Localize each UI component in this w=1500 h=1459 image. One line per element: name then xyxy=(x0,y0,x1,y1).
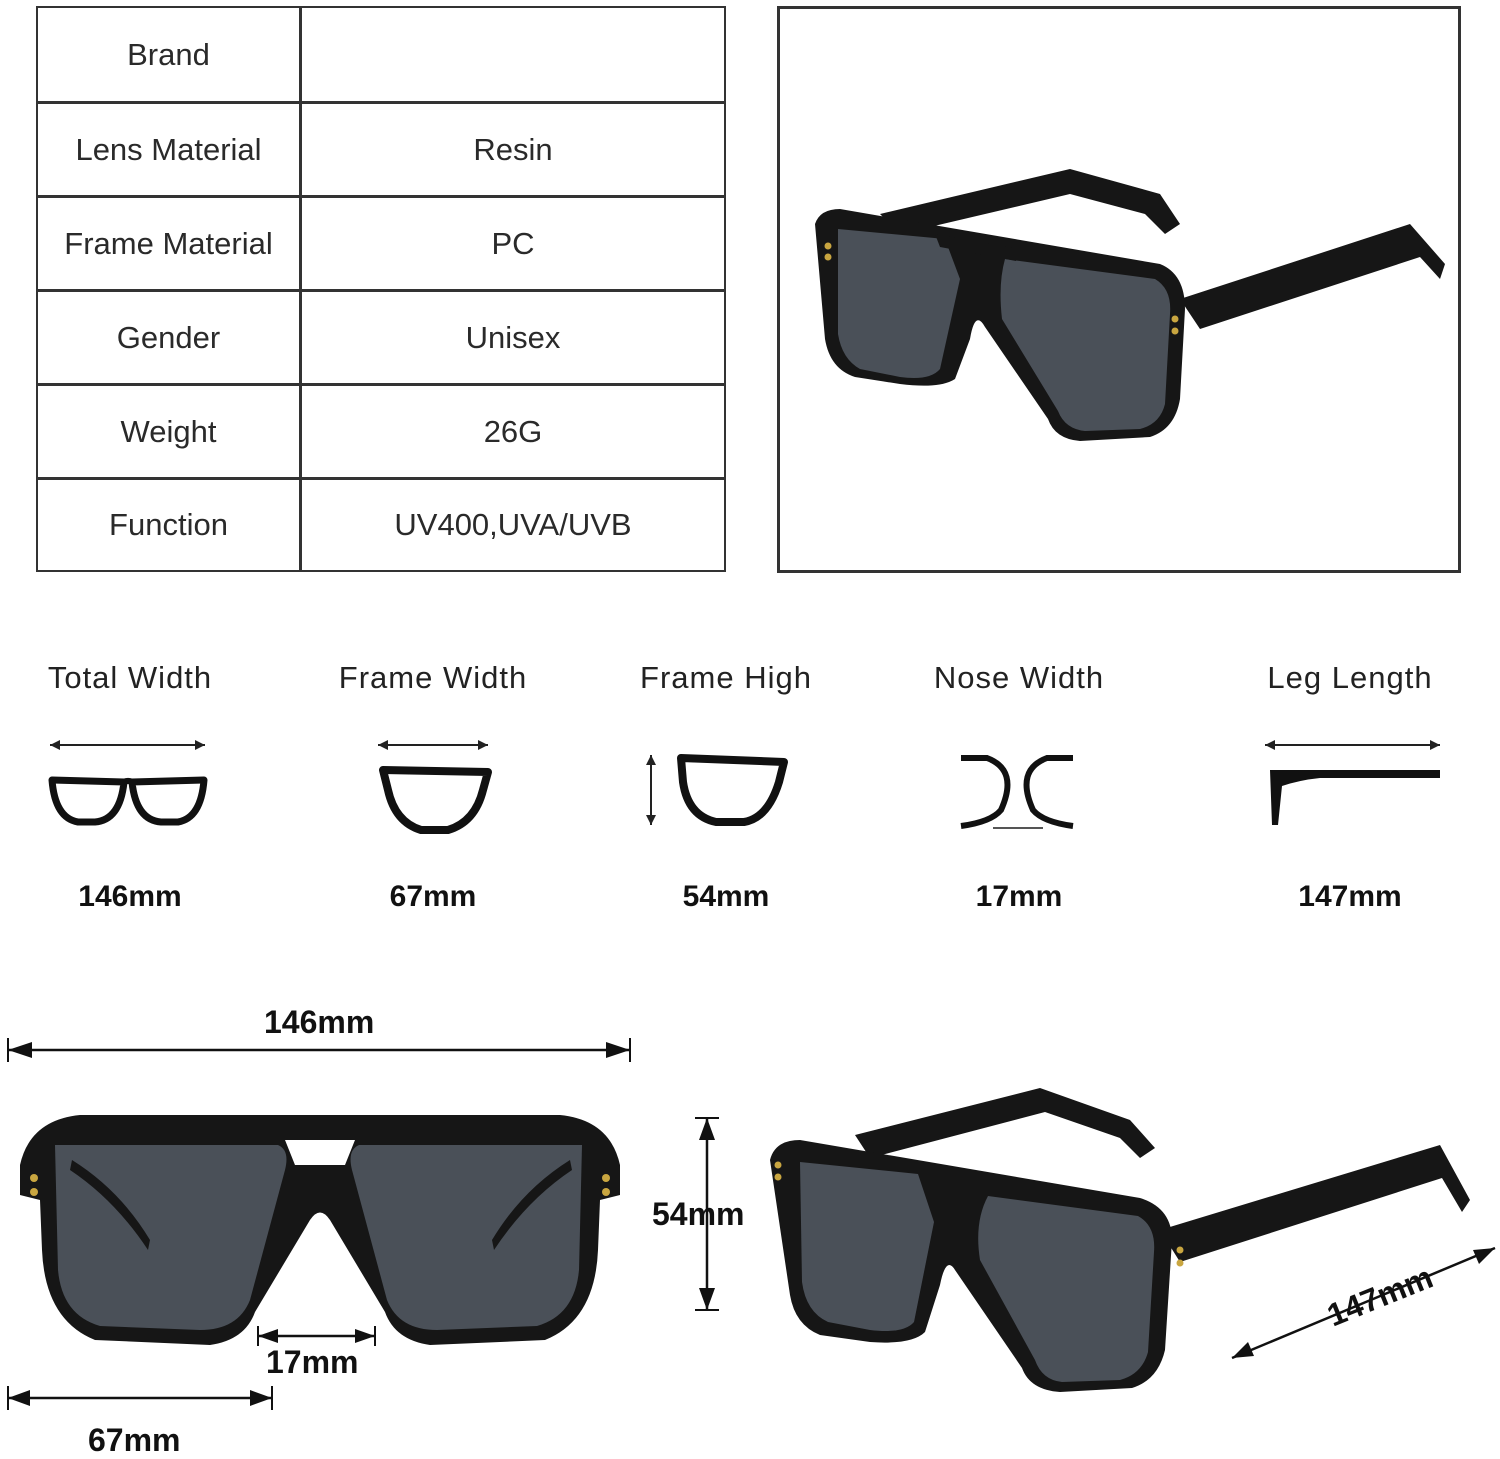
measure-value: 17mm xyxy=(975,880,1063,913)
nose-width-label: 17mm xyxy=(266,1344,359,1380)
measure-value: 147mm xyxy=(1298,880,1402,913)
frame-width-icon xyxy=(303,710,563,860)
nose-width-icon xyxy=(889,710,1149,860)
spec-label: Lens Material xyxy=(38,104,302,195)
total-width-label: 146mm xyxy=(264,1004,375,1040)
frame-high-icon xyxy=(596,710,856,860)
frame-high-label: 54mm xyxy=(652,1196,745,1232)
measure-label: Frame Width xyxy=(338,660,528,695)
spec-row-weight: Weight 26G xyxy=(38,386,724,480)
measure-label: Leg Length xyxy=(1267,660,1433,695)
sunglasses-angle-view-image xyxy=(815,169,1445,441)
measure-frame-width: Frame Width 67mm xyxy=(303,660,563,914)
spec-table: Brand Lens Material Resin Frame Material… xyxy=(36,6,726,572)
measure-value: 67mm xyxy=(389,880,477,913)
measure-label: Frame High xyxy=(640,660,812,695)
spec-label: Weight xyxy=(38,386,302,477)
front-view-diagram xyxy=(7,1038,719,1410)
spec-value: PC xyxy=(491,225,535,261)
leg-length-icon xyxy=(1220,710,1480,860)
measure-label: Nose Width xyxy=(933,660,1105,695)
measure-total-width: Total Width 146mm xyxy=(0,660,260,914)
spec-row-frame-material: Frame Material PC xyxy=(38,198,724,292)
product-photo xyxy=(777,6,1461,573)
total-width-icon xyxy=(0,710,260,860)
measure-frame-high: Frame High 54mm xyxy=(596,660,856,914)
spec-value: 26G xyxy=(483,413,543,449)
frame-width-label: 67mm xyxy=(88,1422,181,1458)
spec-value xyxy=(302,8,724,101)
spec-row-gender: Gender Unisex xyxy=(38,292,724,386)
spec-row-brand: Brand xyxy=(38,8,724,104)
measure-nose-width: Nose Width 17mm xyxy=(889,660,1149,914)
spec-label: Brand xyxy=(38,8,302,101)
spec-value: Unisex xyxy=(465,319,561,355)
spec-value: Resin xyxy=(473,131,553,167)
spec-label: Frame Material xyxy=(38,198,302,289)
measure-value: 146mm xyxy=(78,880,182,913)
spec-row-lens-material: Lens Material Resin xyxy=(38,104,724,198)
measure-label: Total Width xyxy=(47,660,213,695)
spec-label: Gender xyxy=(38,292,302,383)
side-view-diagram xyxy=(770,1088,1496,1392)
spec-value: UV400,UVA/UVB xyxy=(394,507,632,542)
measure-leg-length: Leg Length 147mm xyxy=(1220,660,1480,914)
spec-row-function: Function UV400,UVA/UVB xyxy=(38,480,724,570)
spec-label: Function xyxy=(38,480,302,570)
measure-value: 54mm xyxy=(682,880,770,913)
